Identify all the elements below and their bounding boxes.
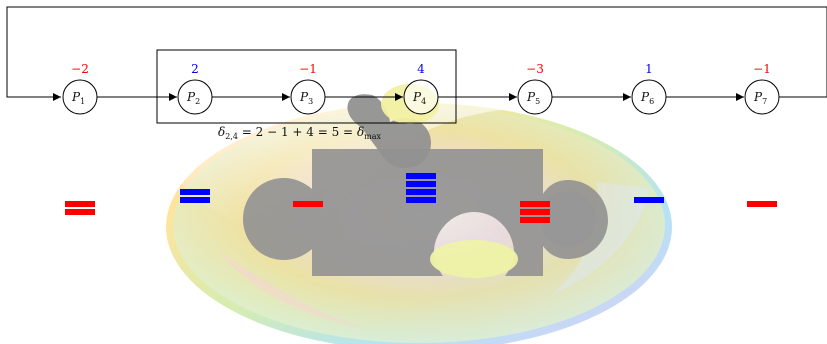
node-label-p2: P2 [186, 90, 200, 106]
value-bar-p3-1 [293, 201, 323, 207]
node-p6 [631, 79, 667, 115]
value-bar-p5-2 [520, 209, 550, 215]
node-label-p7: P7 [753, 90, 767, 106]
node-p5 [517, 79, 553, 115]
value-bar-p7-1 [747, 201, 777, 207]
node-value-p7: −1 [753, 62, 771, 76]
node-value-p4: 4 [417, 62, 425, 76]
node-p2 [177, 79, 213, 115]
node-p3 [290, 79, 326, 115]
node-value-p1: −2 [71, 62, 89, 76]
node-label-p6: P6 [640, 90, 654, 106]
bar-layer [65, 173, 777, 223]
arrow-p1-p2-head [169, 93, 177, 101]
value-bar-p5-3 [520, 217, 550, 223]
node-value-p2: 2 [191, 62, 199, 76]
node-label-p3: P3 [299, 90, 313, 106]
value-bar-p5-1 [520, 201, 550, 207]
arrow-p4-p5-head [509, 93, 517, 101]
value-bar-p1-2 [65, 209, 95, 215]
value-bar-p6-1 [634, 197, 664, 203]
node-value-p5: −3 [526, 62, 544, 76]
value-bar-p4-2 [406, 181, 436, 187]
arrow-into-p1-head [53, 93, 61, 101]
node-value-p3: −1 [299, 62, 317, 76]
node-label-p4: P4 [412, 90, 426, 106]
arrow-p5-p6-head [623, 93, 631, 101]
value-bar-p4-1 [406, 173, 436, 179]
delta-formula: δ2,4 = 2 − 1 + 4 = 5 = δmax [218, 125, 382, 141]
value-bar-p1-1 [65, 201, 95, 207]
value-bar-p4-3 [406, 189, 436, 195]
node-label-p1: P1 [71, 90, 85, 106]
cycle-arrows [6, 6, 827, 101]
node-p7 [744, 79, 780, 115]
arrow-p6-p7-head [736, 93, 744, 101]
arrow-p3-p4-head [395, 93, 403, 101]
node-p4 [403, 79, 439, 115]
node-p1 [62, 79, 98, 115]
highlight-box [156, 49, 457, 124]
node-layer: P1 −2P2 2P3 −1P4 4P5 −3P6 1P7 −1 [62, 62, 780, 115]
value-bar-p2-1 [180, 189, 210, 195]
value-bar-p4-4 [406, 197, 436, 203]
highlight-layer [156, 49, 457, 124]
node-value-p6: 1 [645, 62, 653, 76]
node-label-p5: P5 [526, 90, 540, 106]
arrow-p2-p3-head [282, 93, 290, 101]
value-bar-p2-2 [180, 197, 210, 203]
